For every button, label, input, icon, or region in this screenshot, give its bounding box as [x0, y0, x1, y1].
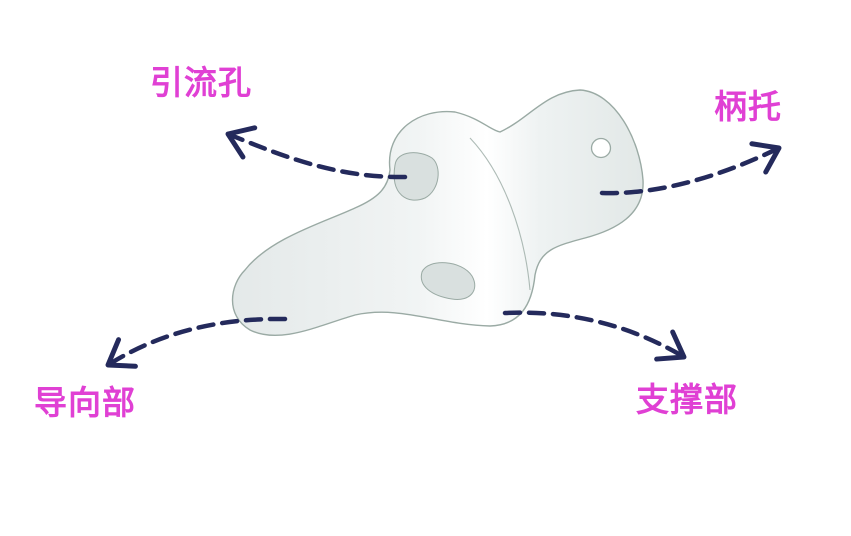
arrow-handle — [599, 141, 782, 196]
upper-pad — [393, 152, 439, 201]
arrow-guide — [105, 316, 288, 369]
label-handle: 柄托 — [714, 87, 782, 126]
arrow-support — [502, 310, 687, 362]
lower-pad — [420, 262, 476, 300]
label-support: 支撑部 — [636, 380, 738, 419]
label-drain-hole: 引流孔 — [150, 63, 252, 102]
label-guide: 导向部 — [34, 383, 136, 422]
arrow-drain-hole — [225, 125, 408, 180]
body-ridge — [469, 137, 531, 291]
device-body — [231, 89, 644, 337]
drain-hole-circle — [590, 137, 612, 159]
